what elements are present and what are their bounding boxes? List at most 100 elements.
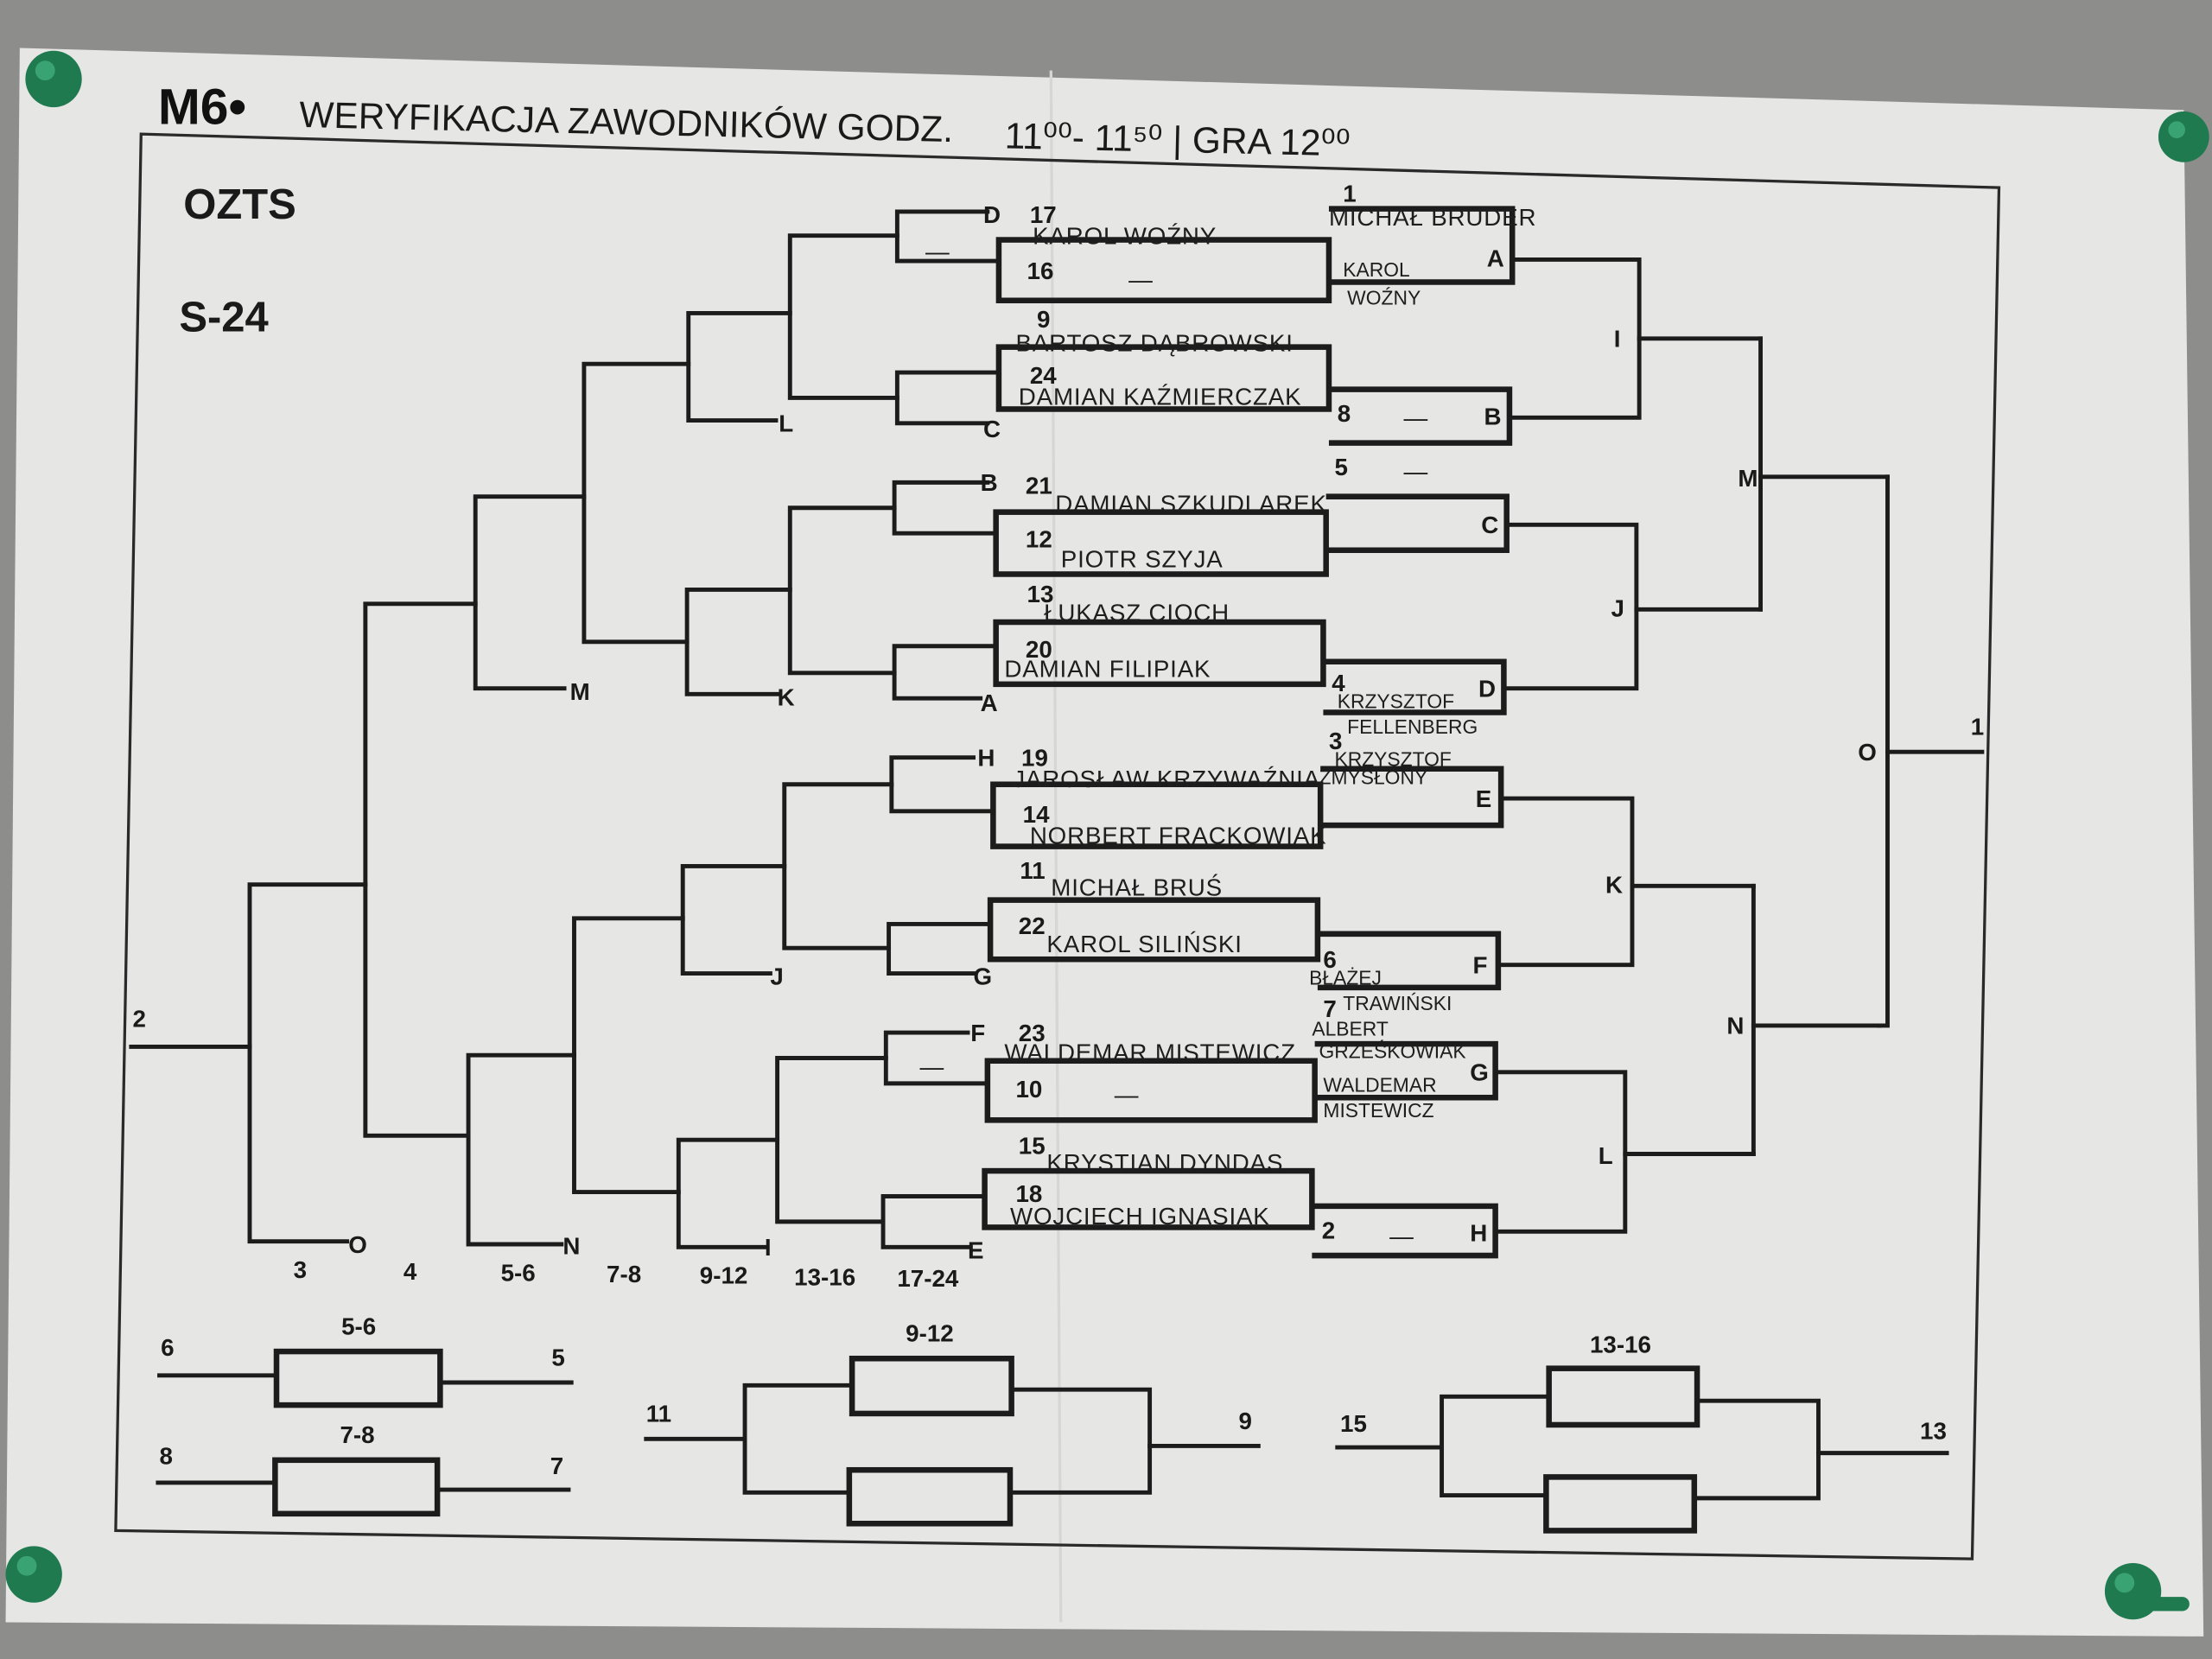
seed: 6: [1323, 946, 1336, 973]
place-2-label: 2: [132, 1006, 145, 1033]
bye-mark: —: [925, 238, 950, 264]
seed: 23: [1019, 1020, 1046, 1046]
seed: 16: [1027, 257, 1054, 284]
placement-bracket-lines: [156, 1348, 1949, 1534]
match-letter-e: E: [968, 1236, 984, 1263]
match-letter-a: A: [981, 690, 998, 716]
place-column-label: 9-12: [700, 1262, 748, 1289]
place-column-labels: 3 4 5-6 7-8 9-12 13-16 17-24: [294, 1256, 959, 1292]
player-name: ALBERT: [1312, 1017, 1388, 1039]
match-letter-i: I: [1614, 326, 1621, 353]
sheet-code: M6•: [158, 79, 246, 136]
placement-title: 9-12: [906, 1320, 954, 1347]
org-label: OZTS: [183, 181, 296, 228]
placement-title: 7-8: [340, 1421, 374, 1448]
match-letter-g: G: [1470, 1059, 1489, 1086]
match-letter-n: N: [563, 1232, 580, 1259]
match-letter-i: I: [765, 1234, 772, 1261]
pushpin-icon: [5, 1546, 62, 1603]
seed: 21: [1026, 472, 1052, 499]
seed: 18: [1016, 1180, 1043, 1207]
match-letter-k: K: [778, 683, 795, 710]
player-name: —: [1403, 404, 1428, 431]
seed: 2: [1322, 1217, 1335, 1243]
consolation-bracket-lines: [129, 209, 1001, 1249]
match-letter-j: J: [770, 963, 783, 990]
place-column-label: 3: [294, 1256, 307, 1283]
seed: 3: [1329, 728, 1342, 754]
pushpin-icon: [2104, 1562, 2190, 1620]
match-letter-b: B: [1484, 403, 1502, 429]
match-letter-l: L: [1599, 1142, 1613, 1169]
player-name: GRZEŚKOWIAK: [1319, 1039, 1466, 1062]
seed: 20: [1026, 636, 1052, 663]
seed: 19: [1021, 745, 1048, 772]
match-letter-f: F: [1472, 952, 1487, 979]
match-letter-g: G: [974, 963, 993, 990]
seed: 8: [1338, 400, 1351, 427]
winner-name: WOŹNY: [1347, 287, 1421, 309]
pushpin-icon: [2158, 111, 2209, 162]
player-name: KRYSTIAN DYNDAS: [1046, 1149, 1283, 1176]
category-label: S-24: [179, 295, 268, 341]
match-letter-m: M: [570, 678, 590, 705]
seed: 13: [1027, 581, 1054, 607]
placement-title: 5-6: [341, 1313, 376, 1339]
winners-bracket-lines: [1493, 257, 1985, 1234]
seed: 5: [1334, 454, 1347, 480]
sheet-time: 11⁰⁰- 11⁵⁰ | GRA 12⁰⁰: [1004, 115, 1351, 163]
player-name: DAMIAN FILIPIAK: [1004, 656, 1211, 683]
player-name: KRZYSZTOF: [1334, 748, 1451, 771]
placement-title: 13-16: [1590, 1332, 1651, 1358]
match-letter-m: M: [1738, 465, 1758, 492]
player-name: DAMIAN SZKUDLAREK: [1055, 491, 1327, 518]
match-letter-o: O: [1858, 739, 1877, 766]
player-name: DAMIAN KAŹMIERCZAK: [1019, 384, 1302, 410]
player-name: BŁAŻEJ: [1309, 967, 1382, 989]
bracket-frame: [114, 132, 2001, 1560]
placement-seed: 9: [1238, 1408, 1251, 1434]
match-letter-h: H: [1470, 1220, 1487, 1247]
placement-seed: 8: [159, 1443, 172, 1470]
player-name: —: [1115, 1082, 1140, 1109]
place-column-label: 17-24: [897, 1265, 959, 1292]
seed: 22: [1019, 912, 1046, 939]
player-name: WALDEMAR MISTEWICZ: [1004, 1039, 1295, 1066]
player-name: ŁUKASZ CIOCH: [1044, 599, 1230, 626]
seed: 4: [1332, 670, 1345, 696]
seed: 11: [1020, 857, 1045, 884]
seed: 15: [1019, 1133, 1046, 1160]
place-column-label: 13-16: [794, 1263, 855, 1290]
player-name: MICHAŁ BRUDER: [1329, 204, 1536, 231]
match-letter-h: H: [977, 745, 995, 772]
player-name: PIOTR SZYJA: [1061, 545, 1224, 572]
placement-seed: 13: [1920, 1417, 1947, 1444]
seed: 1: [1343, 180, 1356, 207]
match-letter-n: N: [1726, 1013, 1744, 1039]
winner-name: KAROL: [1343, 258, 1409, 281]
paper-sheet: [5, 48, 2204, 1637]
player-name: ZMYSŁONY: [1319, 766, 1428, 789]
place-column-label: 7-8: [607, 1261, 641, 1287]
seed: 12: [1026, 525, 1052, 552]
player-name: —: [1128, 266, 1154, 293]
place-column-label: 4: [404, 1258, 417, 1285]
player-name: KAROL WOŹNY: [1033, 222, 1217, 249]
match-letter-j: J: [1611, 594, 1624, 621]
match-letter-o: O: [348, 1231, 367, 1258]
player-name: FELLENBERG: [1347, 715, 1478, 738]
seed: 10: [1016, 1076, 1043, 1103]
player-name: KAROL SILIŃSKI: [1046, 931, 1242, 957]
place-1-label: 1: [1971, 714, 1984, 741]
player-name: BARTOSZ DĄBROWSKI: [1016, 330, 1294, 357]
placement-seed: 15: [1340, 1410, 1367, 1437]
seed: 14: [1023, 801, 1050, 828]
place-column-label: 5-6: [501, 1259, 536, 1286]
match-letter-d: D: [1478, 676, 1496, 702]
player-name: —: [1389, 1223, 1414, 1249]
match-letter-e: E: [1476, 785, 1492, 812]
placement-seed: 5: [551, 1344, 564, 1370]
match-letter-f: F: [970, 1020, 985, 1046]
placement-seed: 7: [550, 1452, 563, 1479]
